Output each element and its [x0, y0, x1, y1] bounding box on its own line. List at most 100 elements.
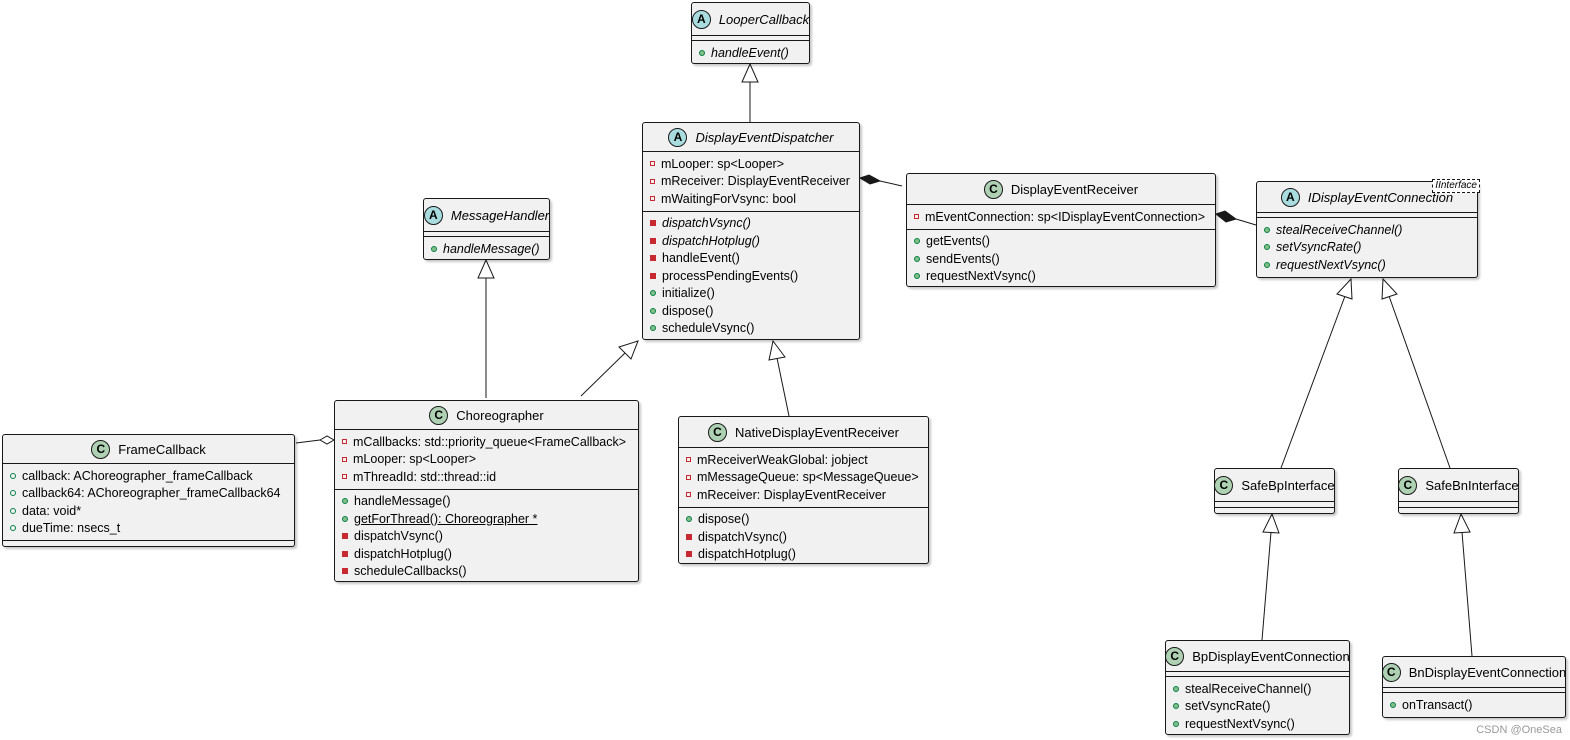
field-label: callback64: AChoreographer_frameCallback… [22, 486, 281, 501]
method-row: dispatchHotplug() [679, 546, 928, 564]
edge-arrowhead-iconnection-right [1381, 277, 1398, 300]
class-header: C BpDisplayEventConnection [1165, 641, 1350, 672]
method-label: setVsyncRate() [1276, 240, 1362, 255]
method-label: stealReceiveChannel() [1185, 681, 1312, 696]
method-label: scheduleVsync() [662, 321, 755, 336]
class-name: IDisplayEventConnection [1307, 189, 1454, 205]
stereotype-tag: IInterface [1432, 179, 1480, 193]
public-visibility-icon [342, 515, 348, 522]
field-row: mMessageQueue: sp<MessageQueue> [679, 469, 928, 487]
method-row: scheduleVsync() [643, 320, 859, 338]
method-label: requestNextVsync() [1185, 716, 1295, 731]
field-label: mEventConnection: sp<IDisplayEventConnec… [925, 209, 1206, 224]
method-row: onTransact() [1383, 696, 1565, 714]
edge-bp-extends-safebp [1261, 531, 1272, 641]
field-label: mReceiver: DisplayEventReceiver [697, 487, 886, 502]
edge-diamond-choreographer [318, 435, 336, 445]
class-name: NativeDisplayEventReceiver [734, 424, 899, 440]
class-header: C FrameCallback [3, 435, 294, 464]
method-label: setVsyncRate() [1185, 699, 1271, 714]
methods-section: getEvents() sendEvents() requestNextVsyn… [907, 230, 1215, 289]
field-row: callback64: AChoreographer_frameCallback… [3, 485, 294, 503]
method-row: dispatchVsync() [335, 528, 638, 546]
private-method-icon [650, 272, 656, 279]
field-label: dueTime: nsecs_t [22, 521, 121, 536]
public-visibility-icon [686, 516, 692, 523]
class-header: C BnDisplayEventConnection [1381, 657, 1567, 688]
abstract-class-icon: A [691, 9, 711, 29]
method-label: processPendingEvents() [662, 268, 799, 283]
private-method-icon [686, 533, 692, 540]
method-row: requestNextVsync() [1166, 715, 1349, 733]
class-icon: C [1381, 662, 1401, 682]
class-looper-callback: A LooperCallback handleEvent() [691, 2, 810, 64]
methods-section: handleMessage() getForThread(): Choreogr… [335, 490, 638, 584]
public-visibility-icon [1264, 261, 1270, 268]
field-row: mLooper: sp<Looper> [643, 155, 859, 173]
method-label: dispatchVsync() [354, 529, 443, 544]
methods-section: dispatchVsync() dispatchHotplug() handle… [643, 212, 859, 341]
edge-arrowhead-dispatcher-left [618, 340, 639, 360]
method-row: dispatchHotplug() [643, 232, 859, 250]
public-visibility-icon [1264, 244, 1270, 251]
field-label: mMessageQueue: sp<MessageQueue> [697, 470, 919, 485]
public-visibility-icon [1173, 685, 1179, 692]
field-row: dueTime: nsecs_t [3, 520, 294, 538]
public-field-icon [10, 490, 16, 497]
public-visibility-icon [699, 49, 705, 56]
class-name: BnDisplayEventConnection [1408, 664, 1567, 680]
class-icon: C [1398, 475, 1418, 495]
public-visibility-icon [914, 238, 920, 245]
field-label: mWaitingForVsync: bool [661, 191, 796, 206]
class-header: A LooperCallback [691, 3, 809, 36]
public-field-icon [10, 472, 16, 479]
method-row: dispose() [643, 302, 859, 320]
fields-section: mReceiverWeakGlobal: jobject mMessageQue… [679, 448, 928, 508]
class-header: C Choreographer [335, 401, 638, 430]
methods-section [1399, 508, 1518, 513]
method-row: requestNextVsync() [1257, 256, 1477, 274]
private-field-icon [342, 456, 347, 462]
public-visibility-icon [1264, 226, 1270, 233]
method-label: dispose() [662, 303, 714, 318]
private-field-icon [650, 196, 655, 202]
private-method-icon [686, 551, 692, 558]
field-row: mCallbacks: std::priority_queue<FrameCal… [335, 433, 638, 451]
method-row: dispatchHotplug() [335, 545, 638, 563]
fields-section [692, 36, 809, 41]
method-label: dispatchVsync() [698, 529, 787, 544]
field-label: mReceiverWeakGlobal: jobject [697, 452, 868, 467]
method-row: stealReceiveChannel() [1166, 680, 1349, 698]
field-row: mReceiver: DisplayEventReceiver [643, 173, 859, 191]
fields-section [1383, 688, 1565, 693]
method-row: handleEvent() [643, 250, 859, 268]
class-name: BpDisplayEventConnection [1192, 648, 1350, 664]
method-row: stealReceiveChannel() [1257, 221, 1477, 239]
private-field-icon [914, 214, 919, 220]
fields-section: mLooper: sp<Looper> mReceiver: DisplayEv… [643, 152, 859, 212]
edge-arrowhead-dispatcher-bottom [768, 339, 786, 361]
fields-section: callback: AChoreographer_frameCallback c… [3, 464, 294, 541]
class-idisplay-event-connection: A IDisplayEventConnection IInterface ste… [1256, 179, 1480, 278]
method-row: handleMessage() [335, 493, 638, 511]
field-label: data: void* [22, 503, 82, 518]
class-name: SafeBpInterface [1241, 477, 1335, 493]
field-label: mCallbacks: std::priority_queue<FrameCal… [353, 434, 627, 449]
class-message-handler: A MessageHandler handleMessage() [423, 198, 550, 260]
method-row: dispose() [679, 511, 928, 529]
method-label: handleMessage() [354, 494, 451, 509]
methods-section [3, 541, 294, 545]
method-row: handleMessage() [424, 240, 549, 258]
class-icon: C [1165, 646, 1185, 666]
edge-arrowhead-safebn [1453, 512, 1471, 534]
private-field-icon [342, 439, 347, 445]
edge-choreographer-extends-dispatcher [580, 352, 626, 397]
field-row: mReceiverWeakGlobal: jobject [679, 451, 928, 469]
class-safe-bn-interface: C SafeBnInterface [1398, 468, 1519, 514]
private-field-icon [686, 474, 691, 480]
method-label: getEvents() [926, 234, 990, 249]
class-header: C SafeBpInterface [1214, 469, 1335, 502]
fields-section: mCallbacks: std::priority_queue<FrameCal… [335, 430, 638, 490]
field-row: callback: AChoreographer_frameCallback [3, 467, 294, 485]
public-visibility-icon [650, 325, 656, 332]
